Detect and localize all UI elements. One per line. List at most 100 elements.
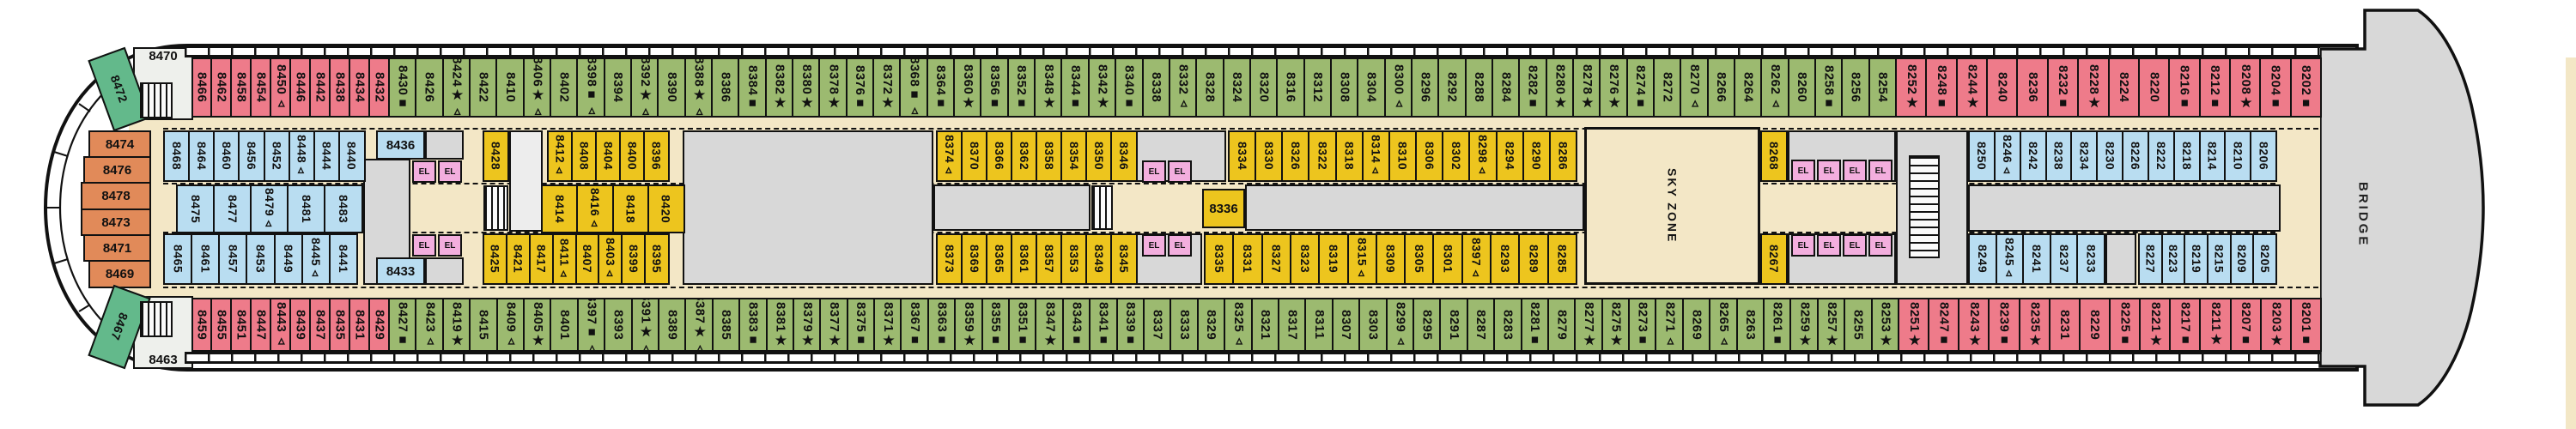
cabin-8320[interactable]: 8320 [1249, 57, 1279, 118]
cabin-8304[interactable]: 8304 [1357, 57, 1387, 118]
cabin-8381[interactable]: 8381★ [765, 298, 795, 352]
cabin-8373[interactable]: 8373 [936, 233, 963, 285]
cabin-8208[interactable]: 8208★ [2228, 57, 2262, 118]
cabin-8361[interactable]: 8361 [1011, 233, 1038, 285]
cabin-8274[interactable]: 8274■ [1625, 57, 1656, 118]
cabin-8212[interactable]: 8212■ [2198, 57, 2232, 118]
cabin-8246[interactable]: 8246▵ [1993, 130, 2022, 182]
cabin-8438[interactable]: 8438 [329, 57, 351, 118]
cabin-8476[interactable]: 8476 [83, 156, 151, 184]
cabin-8232[interactable]: 8232■ [2046, 57, 2080, 118]
cabin-8204[interactable]: 8204■ [2259, 57, 2293, 118]
cabin-8337[interactable]: 8337 [1143, 298, 1172, 352]
cabin-8395[interactable]: 8395 [644, 233, 670, 285]
cabin-8453[interactable]: 8453 [246, 233, 276, 285]
cabin-8434[interactable]: 8434 [349, 57, 371, 118]
cabin-8235[interactable]: 8235★ [2018, 298, 2051, 352]
cabin-8279[interactable]: 8279 [1546, 298, 1577, 352]
cabin-8433[interactable]: 8433 [376, 257, 425, 285]
cabin-8294[interactable]: 8294 [1495, 130, 1525, 182]
cabin-8307[interactable]: 8307 [1331, 298, 1361, 352]
cabin-8402[interactable]: 8402 [550, 57, 579, 118]
cabin-8393[interactable]: 8393 [604, 298, 634, 352]
cabin-8370[interactable]: 8370 [961, 130, 988, 182]
cabin-8256[interactable]: 8256 [1841, 57, 1871, 118]
cabin-8325[interactable]: 8325▵ [1224, 298, 1254, 352]
cabin-8347[interactable]: 8347★ [1035, 298, 1065, 352]
cabin-8389[interactable]: 8389 [657, 298, 687, 352]
cabin-8201[interactable]: 8201■ [2289, 298, 2323, 352]
cabin-8478[interactable]: 8478 [81, 182, 151, 210]
cabin-8385[interactable]: 8385 [711, 298, 741, 352]
cabin-8368[interactable]: 8368■▵ [899, 57, 929, 118]
cabin-8353[interactable]: 8353 [1060, 233, 1088, 285]
cabin-8380[interactable]: 8380★ [792, 57, 821, 118]
cabin-8234[interactable]: 8234 [2070, 130, 2099, 182]
cabin-8219[interactable]: 8219 [2184, 233, 2209, 285]
cabin-8303[interactable]: 8303 [1358, 298, 1388, 352]
cabin-8261[interactable]: 8261■ [1763, 298, 1792, 352]
cabin-8409[interactable]: 8409▵ [495, 298, 526, 352]
cabin-8309[interactable]: 8309 [1375, 233, 1406, 285]
cabin-8386[interactable]: 8386 [711, 57, 740, 118]
cabin-8207[interactable]: 8207■ [2229, 298, 2263, 352]
cabin-8396[interactable]: 8396 [643, 130, 670, 182]
cabin-8203[interactable]: 8203★ [2259, 298, 2293, 352]
cabin-8217[interactable]: 8217■ [2169, 298, 2202, 352]
cabin-8448[interactable]: 8448▵ [288, 130, 316, 182]
cabin-8388[interactable]: 8388★▵ [683, 57, 714, 118]
cabin-8314[interactable]: 8314▵ [1361, 130, 1391, 182]
cabin-8254[interactable]: 8254 [1868, 57, 1898, 118]
cabin-8260[interactable]: 8260 [1787, 57, 1817, 118]
cabin-8459[interactable]: 8459 [191, 298, 213, 352]
cabin-8474[interactable]: 8474 [88, 130, 151, 158]
cabin-8288[interactable]: 8288 [1464, 57, 1494, 118]
cabin-8265[interactable]: 8265▵ [1709, 298, 1739, 352]
cabin-8205[interactable]: 8205 [2252, 233, 2278, 285]
cabin-8460[interactable]: 8460 [213, 130, 240, 182]
cabin-8406[interactable]: 8406★▵ [522, 57, 552, 118]
cabin-8312[interactable]: 8312 [1303, 57, 1333, 118]
cabin-8202[interactable]: 8202■ [2289, 57, 2323, 118]
cabin-8311[interactable]: 8311 [1304, 298, 1334, 352]
cabin-8449[interactable]: 8449 [273, 233, 304, 285]
cabin-8471[interactable]: 8471 [83, 234, 151, 262]
cabin-8374[interactable]: 8374▵ [936, 130, 963, 182]
cabin-8401[interactable]: 8401 [550, 298, 580, 352]
cabin-8411[interactable]: 8411▵ [551, 233, 577, 285]
cabin-8282[interactable]: 8282■ [1518, 57, 1548, 118]
cabin-8408[interactable]: 8408 [571, 130, 598, 182]
cabin-8384[interactable]: 8384■ [738, 57, 768, 118]
cabin-8452[interactable]: 8452 [263, 130, 291, 182]
cabin-8308[interactable]: 8308 [1329, 57, 1359, 118]
cabin-8376[interactable]: 8376■ [845, 57, 875, 118]
cabin-8461[interactable]: 8461 [191, 233, 221, 285]
cabin-8323[interactable]: 8323 [1289, 233, 1321, 285]
cabin-8244[interactable]: 8244★ [1955, 57, 1989, 118]
cabin-8338[interactable]: 8338 [1141, 57, 1171, 118]
cabin-8346[interactable]: 8346 [1110, 130, 1138, 182]
cabin-8268[interactable]: 8268 [1760, 130, 1788, 182]
cabin-8225[interactable]: 8225■ [2109, 298, 2142, 352]
cabin-8379[interactable]: 8379★ [792, 298, 822, 352]
cabin-8414[interactable]: 8414 [541, 184, 579, 233]
cabin-8446[interactable]: 8446 [289, 57, 312, 118]
cabin-8464[interactable]: 8464 [188, 130, 216, 182]
cabin-8415[interactable]: 8415 [469, 298, 499, 352]
cabin-8354[interactable]: 8354 [1060, 130, 1088, 182]
cabin-8343[interactable]: 8343■ [1061, 298, 1091, 352]
cabin-8420[interactable]: 8420 [647, 184, 685, 233]
cabin-8454[interactable]: 8454 [250, 57, 272, 118]
cabin-8477[interactable]: 8477 [213, 184, 252, 233]
cabin-8238[interactable]: 8238 [2044, 130, 2073, 182]
cabin-8220[interactable]: 8220 [2137, 57, 2171, 118]
cabin-8319[interactable]: 8319 [1318, 233, 1350, 285]
cabin-8466[interactable]: 8466 [191, 57, 213, 118]
cabin-8285[interactable]: 8285 [1546, 233, 1578, 285]
cabin-8283[interactable]: 8283 [1493, 298, 1522, 352]
cabin-8391[interactable]: 8391★▵ [630, 298, 660, 352]
cabin-8412[interactable]: 8412▵ [547, 130, 574, 182]
cabin-8216[interactable]: 8216■ [2168, 57, 2202, 118]
cabin-8281[interactable]: 8281■ [1520, 298, 1550, 352]
cabin-8301[interactable]: 8301 [1432, 233, 1464, 285]
